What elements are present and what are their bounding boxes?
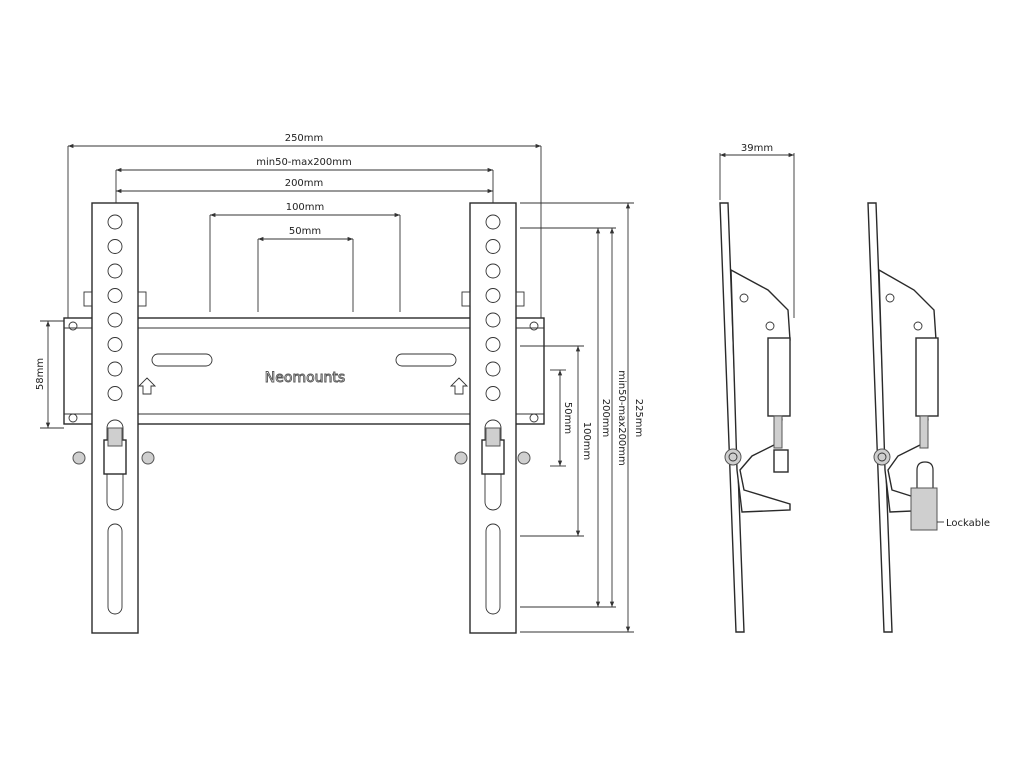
wall-plate: Neomounts [63,317,545,425]
dim-50: 50mm [289,226,321,237]
bolt-icon [72,451,86,465]
vertical-dimensions: 225mm min50-max200mm 200mm 100mm 50mm [520,202,644,633]
horizontal-dimensions: 250mm min50-max200mm 200mm 100mm 50mm [67,133,542,318]
arm-holes [107,214,123,401]
knob-center [728,452,738,462]
bolt-icon [141,451,155,465]
padlock-shackle [916,461,934,488]
tension-screw [485,427,501,447]
side-hole [739,293,749,303]
arm-hole [107,337,123,352]
dim-225: 225mm [633,399,644,438]
side-hole [885,293,895,303]
dim-39: 39mm [741,143,773,154]
up-arrow-icon [449,377,469,395]
dim-v100: 100mm [581,422,592,461]
arm-holes [485,214,501,401]
side-arm-profile [867,202,893,633]
arm-hole [107,312,123,328]
arm-hole [485,337,501,352]
left-arm [72,202,155,634]
knob-center [877,452,887,462]
plate-slot [151,353,213,367]
dim-250: 250mm [285,133,324,144]
dim-58: 58mm [35,358,46,390]
arm-hole [107,239,123,254]
plate-hole [529,321,539,331]
side-screw [773,415,783,449]
dim-v200: 200mm [600,399,611,438]
dim-200: 200mm [285,178,324,189]
bolt-icon [517,451,531,465]
side-hole [765,321,775,331]
side-bracket [730,268,791,513]
side-bracket [878,268,937,513]
dim-100: 100mm [286,202,325,213]
arm-hole [485,263,501,279]
arm-hole [107,361,123,377]
side-view: 39mm [719,143,795,633]
tension-screw [107,427,123,447]
dim-vesa-range-v: min50-max200mm [616,370,627,466]
front-view: Neomounts [35,133,644,634]
bolt-icon [454,451,468,465]
lockable-label: Lockable [946,518,990,529]
side-screw [919,415,929,449]
arm-hole [107,288,123,303]
right-arm [454,202,531,634]
dim-v50: 50mm [562,402,573,434]
arm-slot [107,523,123,615]
arm-clip [515,291,525,307]
arm-hole [485,386,501,401]
knob-icon [724,448,742,466]
arm-hole [485,361,501,377]
plate-hole [68,413,78,423]
dim-vesa-range-h: min50-max200mm [256,157,352,168]
side-hole [913,321,923,331]
plate-hole [529,413,539,423]
arm-hole [107,386,123,401]
arm-clip [83,291,93,307]
arm-hole [485,312,501,328]
side-view-lockable: Lockable [867,202,990,633]
side-clip [773,449,789,473]
arm-clip [461,291,471,307]
arm-clip [137,291,147,307]
arm-hole [107,214,123,230]
arm-hole [107,263,123,279]
arm-hole [485,214,501,230]
arm-hole [485,239,501,254]
side-plate [767,337,791,417]
up-arrow-icon [137,377,157,395]
arm-hole [485,288,501,303]
brand-logo: Neomounts [265,370,345,386]
side-arm-profile [719,202,745,633]
arm-slot [485,523,501,615]
plate-height-dimension: 58mm [35,320,64,429]
padlock-icon [910,487,938,531]
plate-hole [68,321,78,331]
plate-slot [395,353,457,367]
knob-icon [873,448,891,466]
side-plate [915,337,939,417]
